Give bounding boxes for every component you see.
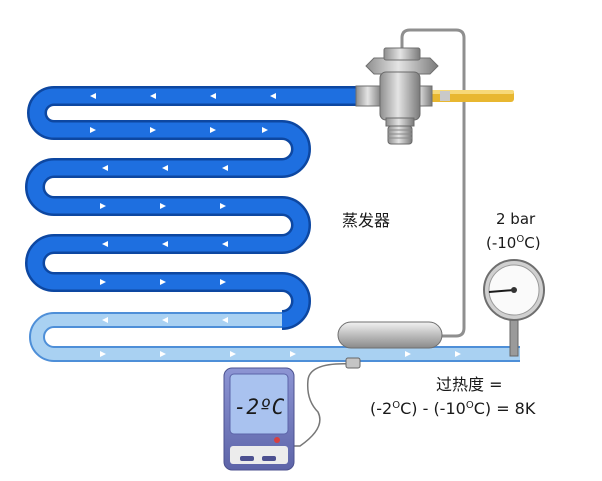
superheat-formula-degree: O	[392, 400, 400, 411]
pressure-temp-label: (-10OC)	[486, 234, 541, 252]
arrows-row-1	[90, 93, 276, 99]
arrows-row-6	[100, 279, 226, 285]
arrows-row-4	[100, 203, 226, 209]
superheat-formula-part: C) = 8K	[474, 399, 536, 418]
superheat-formula-degree: O	[466, 400, 474, 411]
arrows-row-5	[102, 241, 228, 247]
arrows-row-7	[102, 317, 228, 323]
evaporator-label: 蒸发器	[342, 211, 390, 230]
arrows-row-2	[90, 127, 268, 133]
superheat-formula-part: (-2	[370, 399, 392, 418]
capillary-tube	[400, 28, 466, 338]
digital-thermometer: -2ºC	[223, 367, 295, 471]
arrows-row-3	[102, 165, 228, 171]
sensing-bulb	[337, 321, 443, 349]
superheat-formula-part: C) - (-10	[400, 399, 466, 418]
superheat-formula: (-2OC) - (-10OC) = 8K	[370, 399, 536, 418]
pressure-label: 2 bar	[496, 210, 536, 228]
evaporator-coil	[25, 86, 520, 362]
expansion-valve	[355, 47, 439, 145]
thermometer-cable	[290, 363, 353, 447]
pressure-gauge	[483, 259, 545, 357]
superheat-title: 过热度 =	[436, 375, 503, 394]
arrows-row-8	[100, 351, 461, 357]
flow-arrows	[90, 93, 461, 357]
thermometer-reading: -2ºC	[234, 395, 285, 419]
liquid-line	[430, 90, 514, 102]
